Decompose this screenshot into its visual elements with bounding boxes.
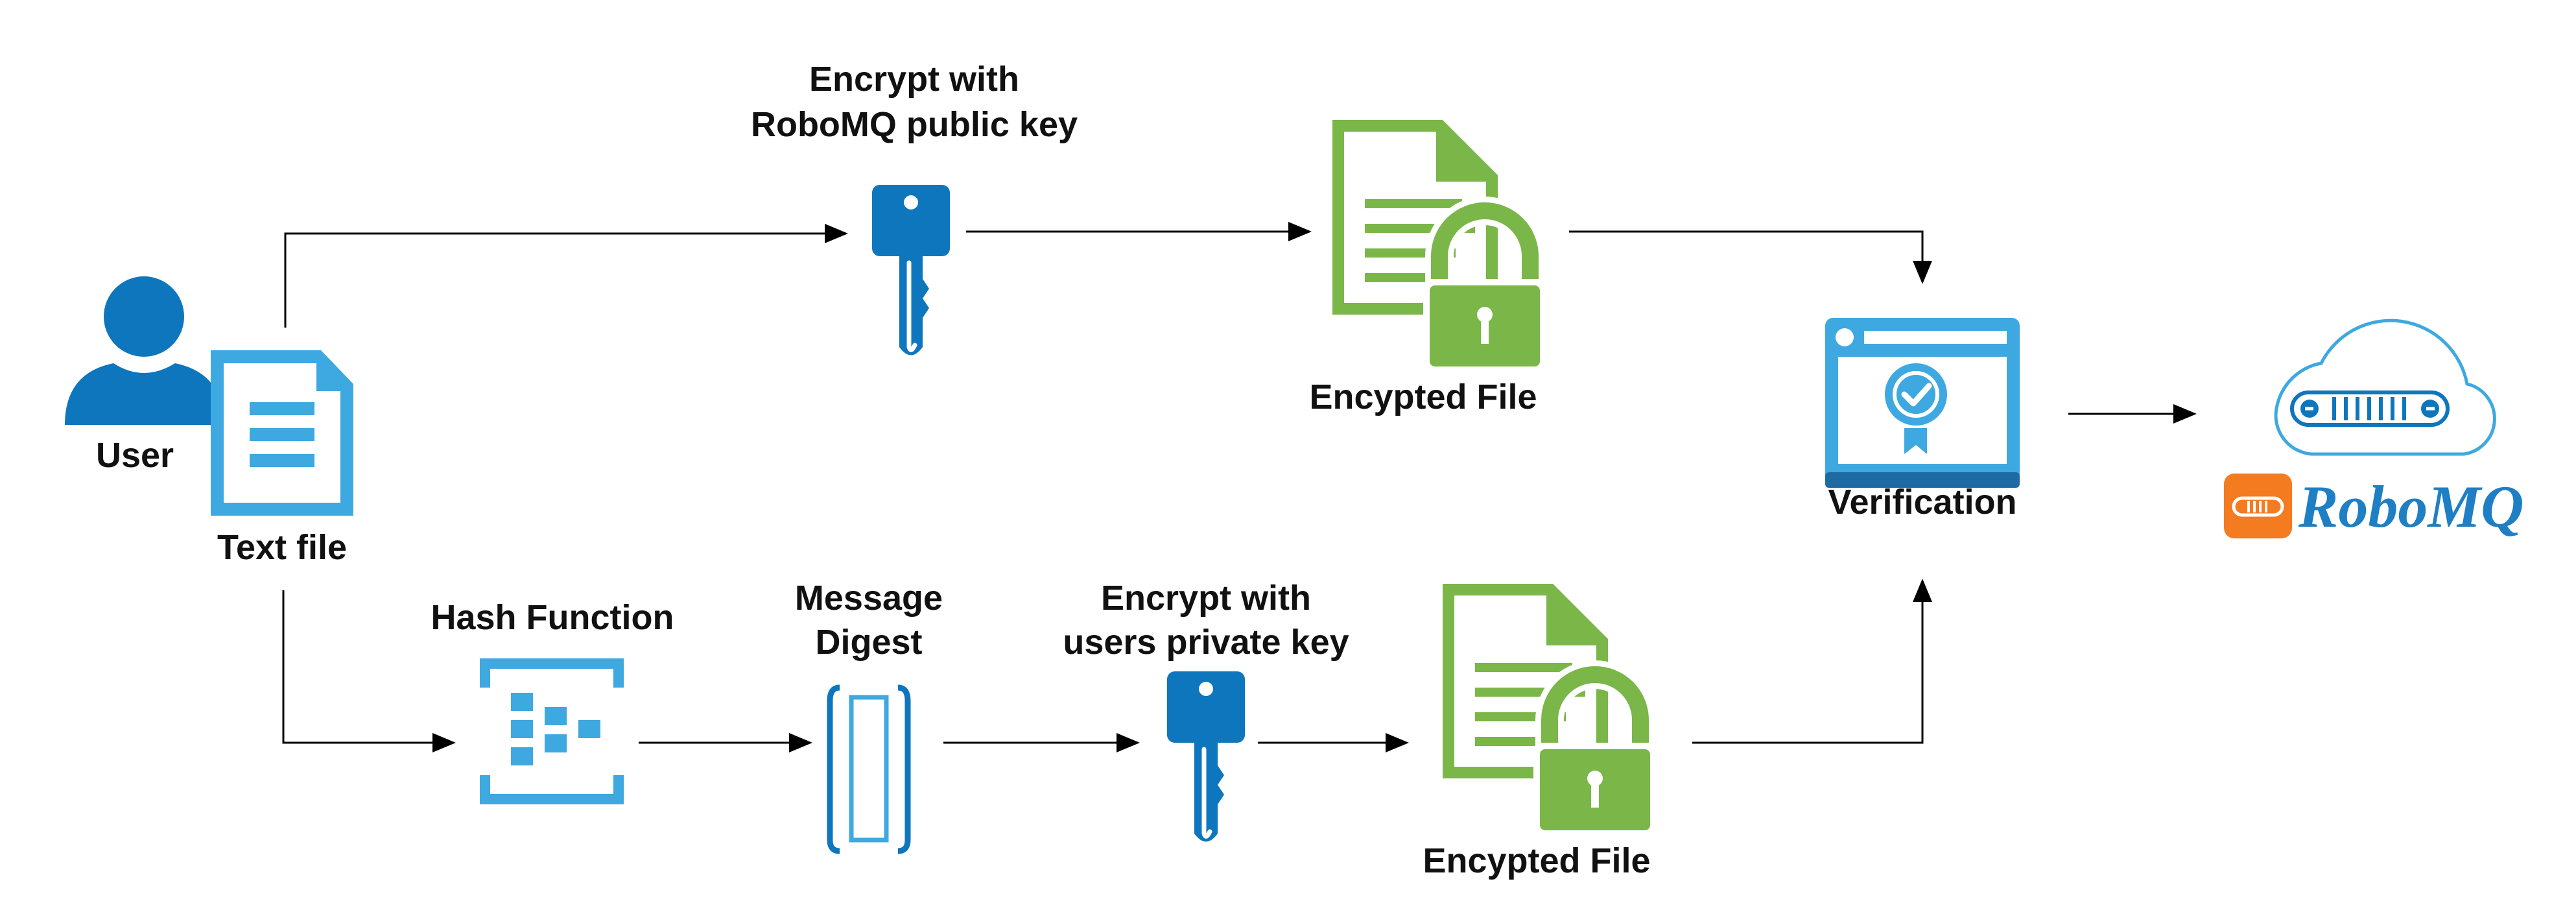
certificate-window-icon: [1825, 318, 2020, 488]
arrow-encrypted-file-to-verification: [1569, 230, 1932, 284]
message-digest-icon: [827, 684, 911, 854]
arrow-encrypted-file-to-verification-bottom: [1692, 579, 1932, 744]
hash-function-label: Hash Function: [431, 598, 674, 637]
locked-document-icon-bottom: [1443, 584, 1657, 834]
robomq-logo-icon: [2224, 474, 2292, 538]
encrypted-file-top-label: Encypted File: [1309, 378, 1537, 416]
encrypt-public-label-line2: RoboMQ public key: [751, 105, 1078, 144]
connectors: [282, 222, 2197, 752]
arrow-textfile-to-public-key: [284, 224, 848, 328]
user-label: User: [96, 436, 174, 475]
encrypt-private-label-line1: Encrypt with: [1101, 579, 1311, 618]
locked-document-icon-top: [1332, 120, 1546, 370]
document-icon: [211, 350, 353, 516]
verification-label: Verification: [1828, 483, 2016, 522]
private-key-icon: [1167, 671, 1245, 842]
hash-function-icon: [480, 658, 624, 804]
message-digest-label-line1: Message: [795, 579, 943, 618]
arrow-textfile-to-hash: [282, 590, 456, 752]
encrypt-private-label-line2: users private key: [1063, 623, 1349, 662]
public-key-icon: [872, 185, 950, 355]
encrypt-public-label-line1: Encrypt with: [809, 60, 1019, 99]
message-digest-label-line2: Digest: [815, 623, 922, 662]
brand-name: RoboMQ: [2298, 474, 2524, 540]
text-file-label: Text file: [217, 528, 347, 567]
user-icon: [65, 276, 224, 425]
cloud-queue-icon: [2274, 318, 2496, 456]
encrypted-file-bottom-label: Encypted File: [1423, 841, 1650, 880]
